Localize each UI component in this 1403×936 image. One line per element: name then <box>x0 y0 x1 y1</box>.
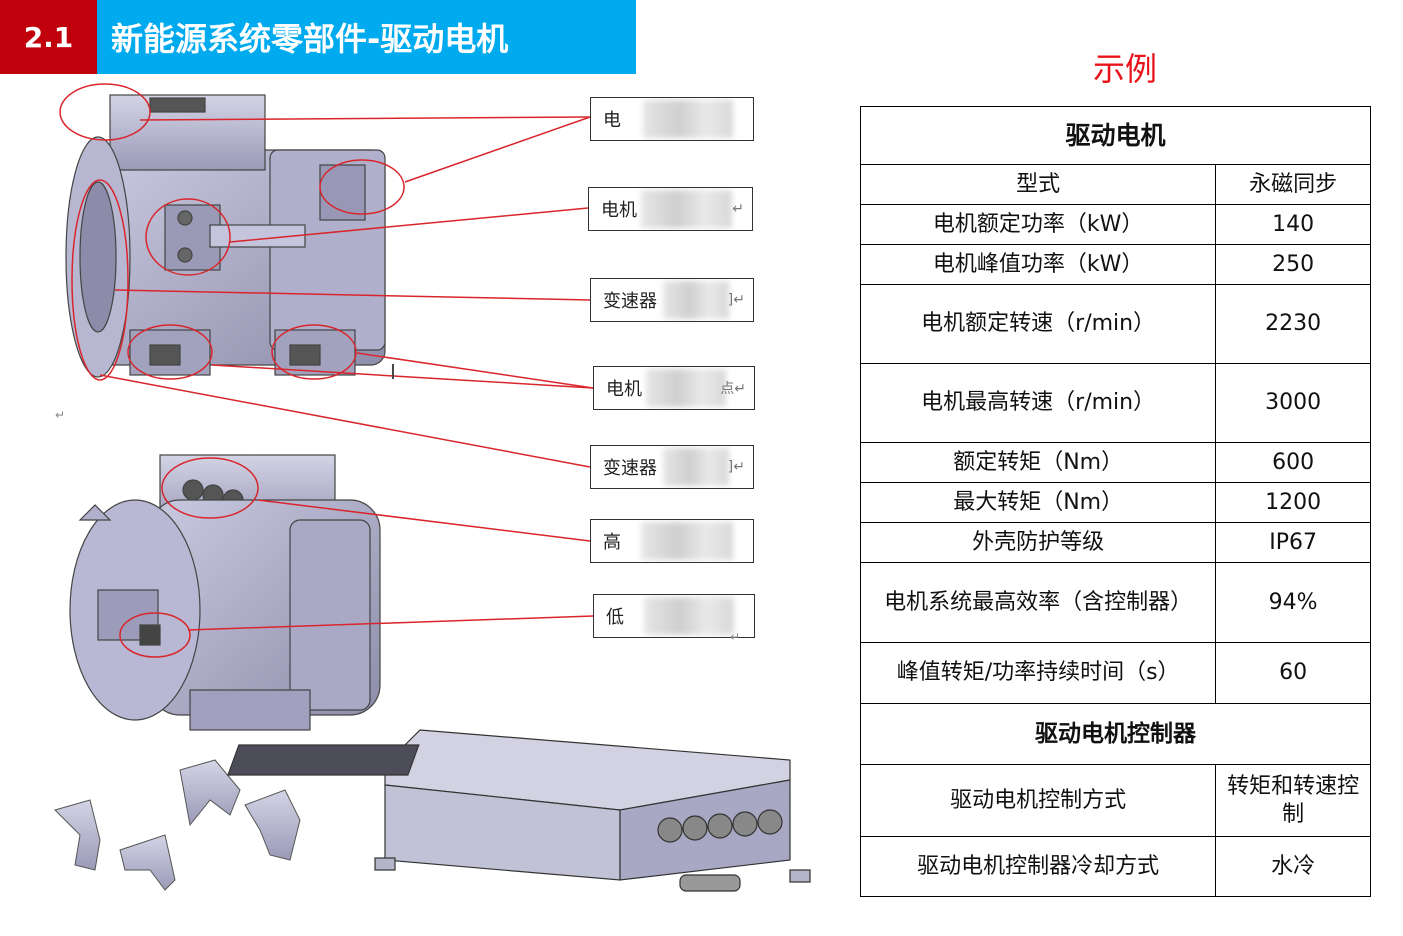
row-value: 水冷 <box>1215 836 1371 897</box>
table-row: 外壳防护等级 IP67 <box>859 522 1371 563</box>
row-value: 140 <box>1215 204 1371 245</box>
callout-6-text: 高 <box>603 532 621 553</box>
paragraph-mark: ↵ <box>55 408 66 422</box>
callout-4-text: 电机 <box>606 379 642 400</box>
callout-1-text: 电 <box>603 110 621 131</box>
row-label: 电机额定功率（kW） <box>859 204 1217 245</box>
callout-2-text: 电机 <box>601 200 637 221</box>
table-row: 驱动电机控制方式 转矩和转速控制 <box>859 764 1371 837</box>
obscured-text <box>663 281 729 319</box>
row-label: 最大转矩（Nm） <box>859 482 1217 523</box>
row-label: 电机额定转速（r/min） <box>859 284 1217 364</box>
row-value: 永磁同步 <box>1215 164 1371 205</box>
callout-1: 电 <box>590 97 754 141</box>
callout-5: 变速器 ]↵ <box>590 445 754 489</box>
table-row: 额定转矩（Nm） 600 <box>859 442 1371 483</box>
obscured-text <box>646 369 726 407</box>
row-label: 峰值转矩/功率持续时间（s） <box>859 642 1217 704</box>
callout-5-mark: ]↵ <box>727 459 745 475</box>
drive-motor-side-view <box>65 94 386 378</box>
row-label: 额定转矩（Nm） <box>859 442 1217 483</box>
table-row: 最大转矩（Nm） 1200 <box>859 482 1371 523</box>
obscured-text <box>644 597 734 635</box>
callout-5-text: 变速器 <box>603 458 657 479</box>
row-label: 驱动电机控制器冷却方式 <box>859 836 1217 897</box>
callout-3-mark: ]↵ <box>727 292 745 308</box>
row-value: 250 <box>1215 244 1371 285</box>
callout-6: 高 <box>590 519 754 563</box>
spec-table-title: 驱动电机 <box>860 106 1371 165</box>
annotation-markers <box>59 83 594 658</box>
callout-2: 电机 ↵ <box>588 187 753 231</box>
table-row: 电机额定功率（kW） 140 <box>859 204 1371 245</box>
row-label: 外壳防护等级 <box>859 522 1217 563</box>
obscured-text <box>643 100 733 138</box>
spec-table: 驱动电机 型式 永磁同步 电机额定功率（kW） 140 电机峰值功率（kW） 2… <box>859 106 1371 897</box>
callout-4: 电机 点↵ <box>593 366 755 410</box>
row-value: 1200 <box>1215 482 1371 523</box>
row-value: 600 <box>1215 442 1371 483</box>
row-value: 3000 <box>1215 363 1371 443</box>
obscured-text <box>663 448 729 486</box>
obscured-text <box>641 522 733 560</box>
motor-controller-illustration <box>227 729 811 892</box>
row-label: 电机系统最高效率（含控制器） <box>859 562 1217 643</box>
row-label: 型式 <box>859 164 1217 205</box>
row-label: 驱动电机控制方式 <box>859 764 1217 837</box>
callout-3-text: 变速器 <box>603 291 657 312</box>
callout-3: 变速器 ]↵ <box>590 278 754 322</box>
callout-2-mark: ↵ <box>732 201 744 217</box>
table-row: 驱动电机控制器冷却方式 水冷 <box>859 836 1371 897</box>
row-value: 转矩和转速控制 <box>1215 764 1371 837</box>
row-value: 60 <box>1215 642 1371 704</box>
row-value: IP67 <box>1215 522 1371 563</box>
drive-motor-three-quarter-view <box>69 454 381 731</box>
section-number: 2.1 <box>0 0 97 74</box>
callout-7: 低 <box>593 594 755 638</box>
table-row: 电机最高转速（r/min） 3000 <box>859 363 1371 443</box>
motor-illustrations <box>54 83 811 892</box>
table-row: 型式 永磁同步 <box>859 164 1371 205</box>
row-value: 94% <box>1215 562 1371 643</box>
page-title: 新能源系统零部件-驱动电机 <box>97 0 636 74</box>
mounting-brackets <box>54 759 301 891</box>
example-label: 示例 <box>1092 50 1157 88</box>
table-row: 电机峰值功率（kW） 250 <box>859 244 1371 285</box>
obscured-text <box>641 190 732 228</box>
row-value: 2230 <box>1215 284 1371 364</box>
controller-section-title: 驱动电机控制器 <box>860 703 1371 765</box>
callout-4-mark: 点↵ <box>720 381 746 397</box>
text-cursor-icon: Ⅰ <box>390 360 396 384</box>
table-row: 电机额定转速（r/min） 2230 <box>859 284 1371 364</box>
row-label: 电机峰值功率（kW） <box>859 244 1217 285</box>
table-row: 电机系统最高效率（含控制器） 94% <box>859 562 1371 643</box>
paragraph-mark: ↵ <box>730 630 741 644</box>
table-row: 峰值转矩/功率持续时间（s） 60 <box>859 642 1371 704</box>
row-label: 电机最高转速（r/min） <box>859 363 1217 443</box>
callout-7-text: 低 <box>606 607 624 628</box>
